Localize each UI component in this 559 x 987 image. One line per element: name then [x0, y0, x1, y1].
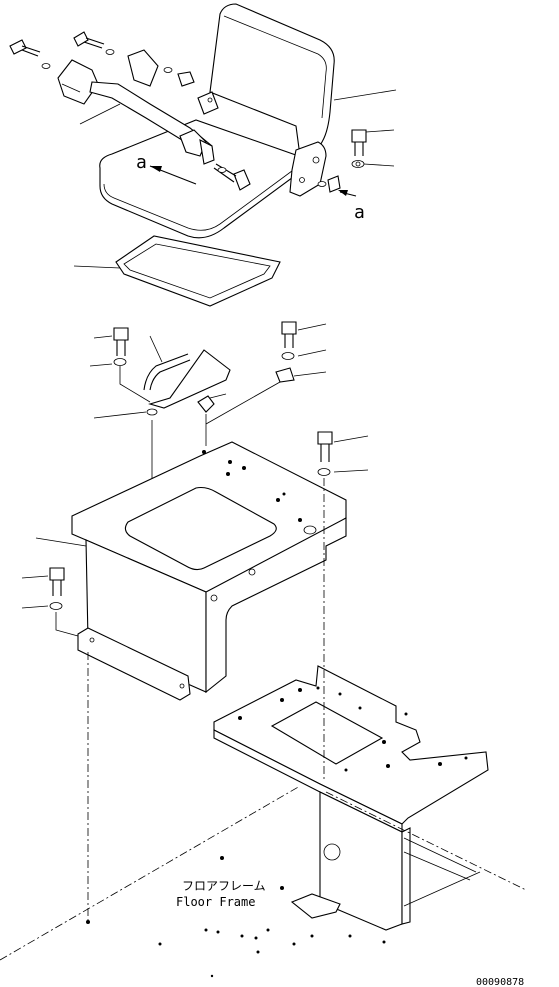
seat-assembly: a a: [9, 3, 397, 239]
seat-mount-gasket: [73, 235, 281, 307]
floor-frame-label-en: Floor Frame: [176, 895, 255, 909]
view-label-right: a: [354, 202, 365, 223]
drawing-number: 00090878: [476, 977, 524, 987]
floor-frame-label-jp: フロアフレーム: [182, 879, 266, 893]
floor-frame: [158, 665, 489, 978]
assembly-guide-lines: [0, 478, 527, 961]
slide-bracket-parts: [89, 321, 369, 488]
seat-stand-box: [21, 441, 347, 701]
view-label-left: a: [136, 152, 147, 173]
